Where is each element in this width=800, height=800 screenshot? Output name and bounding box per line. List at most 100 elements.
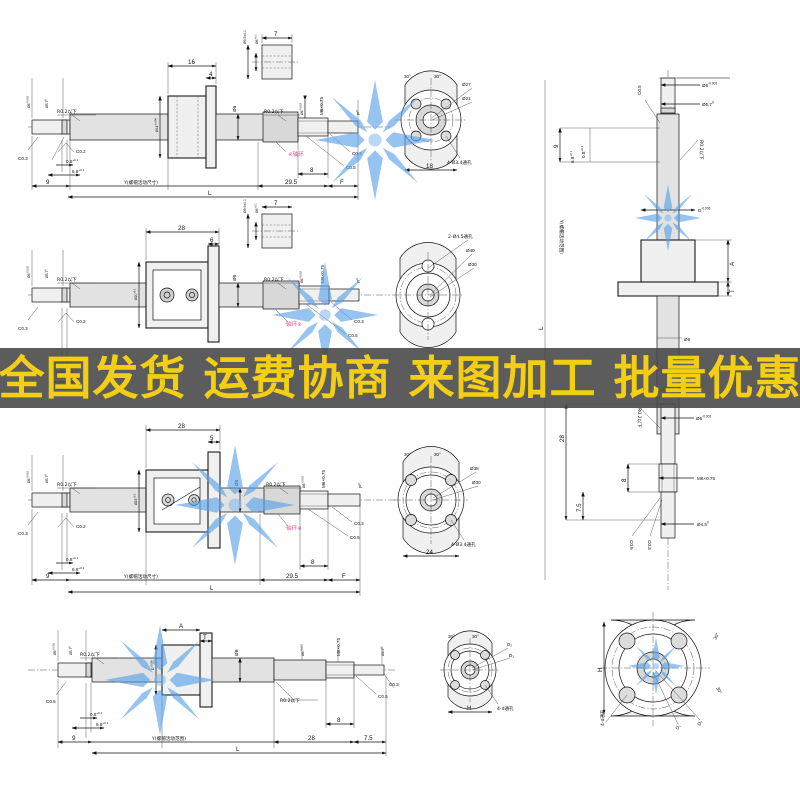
dim-row1-len-right: 29.5 xyxy=(285,179,298,186)
dim-row1-travel: Y(螺帽活动尺寸) xyxy=(123,179,158,186)
dim-row2-detail-width: 7 xyxy=(274,200,278,207)
dim-row3-pitch: P0 xyxy=(357,483,363,488)
dim-row3-chamfer2: C0.2 xyxy=(76,524,86,529)
dim-row2-dia-relief: Ø5.70 xyxy=(43,269,49,278)
dim-rc-dia-shaft: Ø8 xyxy=(684,337,691,342)
dim-row2-pitch: P0 xyxy=(355,278,361,283)
dim-row2-radius-note-r: R0.2以下 xyxy=(264,277,284,283)
dim-row2-dia-journal: Ø6-0.002 xyxy=(25,266,31,278)
dim-row1-ev-dia-bolt: Ø21 xyxy=(462,96,471,101)
dim-rc-len-28: 28 xyxy=(559,435,566,442)
dim-row1-dia-journal: Ø6-0.002 xyxy=(25,96,31,108)
dim-row3-groove-pos: 6.8+0.1 xyxy=(72,566,85,572)
dim-row2-detail-outer: Ø9.5±0.1 xyxy=(243,199,247,213)
dim-row4-evl-D1: D₁ xyxy=(675,723,682,730)
dim-row4-flange-T: T xyxy=(203,634,207,641)
dim-row2-chamfer2: C0.2 xyxy=(76,319,86,324)
dim-row1-dia-end: Ø6-0.002 xyxy=(298,103,304,115)
dim-rc-chamfer-a: C0.5 xyxy=(629,540,634,550)
dim-row3-dia-relief: Ø5.70 xyxy=(43,474,49,483)
dim-row1-detail-width: 7 xyxy=(274,31,278,38)
dim-row1-thread-len: 8 xyxy=(310,167,314,174)
endview-row1: 30° 30° Ø27 Ø21 4-Ø3.4通孔 18 xyxy=(395,70,473,172)
dim-row1-radius-note: R0.2以下 xyxy=(57,109,77,115)
dim-row4-chamfer-r2: C0.5 xyxy=(378,694,388,699)
dim-row1-nut-len: 16 xyxy=(188,59,195,66)
dim-row3-ev-angle-r: 30° xyxy=(434,452,441,457)
dim-row2-ev-holes: 2-Ø4.5通孔 xyxy=(448,233,473,240)
dim-row1-detail-inner: Ø6+0.1 xyxy=(253,34,259,44)
dim-row4-len-28: 28 xyxy=(308,735,315,742)
dim-row4-groove-pos: 6.8+0.1 xyxy=(96,721,109,727)
dim-rc-flange-T: T xyxy=(729,289,736,293)
dim-rc-chamfer-top: C0.5 xyxy=(637,85,642,95)
dim-rc-dia-tip: Ø4.50 xyxy=(697,521,709,527)
dim-row1-chamfer2: C0.2 xyxy=(76,149,86,154)
dim-row4-flange-A: A xyxy=(179,623,184,630)
dim-row4-evs-angle-r: 30° xyxy=(472,634,479,639)
dim-row4-travel: Y(螺帽活动范围) xyxy=(151,735,186,742)
dim-row3-ev-dia-bolt: Ø30 xyxy=(472,480,481,485)
dim-row4-evs-D2: D₂ xyxy=(507,642,512,647)
dim-row4-chamfer-left: C0.5 xyxy=(46,699,56,704)
dim-row4-groove-w: 0.8+0.1 xyxy=(90,711,103,717)
view-right-column: Ø6-0.002 Ø5.70 C0.5 9 0.8+0.1 6.8+0.1 R0… xyxy=(538,70,736,590)
dim-rc-len-total: L xyxy=(538,326,545,330)
dim-row3-len-left: 9 xyxy=(46,573,50,580)
view-row1: Ø6-0.002 Ø5.70 C0.3 C0.2 R0.2以下 0.8+0.1 … xyxy=(18,30,473,200)
dim-row4-evl-holes: 4-d通孔 xyxy=(599,709,606,726)
dim-row4-dia-end: Ø6-0.002 xyxy=(299,644,305,656)
dim-row1-groove-pos: 6.8+0.1 xyxy=(72,168,85,174)
dim-rc-travel: Y(螺帽活动范围) xyxy=(558,219,565,254)
watermark-overlay xyxy=(306,81,421,196)
dim-row3-len-total: L xyxy=(210,585,214,592)
dim-row2-detail-inner: Ø6+0.1 xyxy=(253,203,259,213)
dim-row3-len-right: 29.5 xyxy=(286,573,299,580)
dim-row1-dia-relief: Ø5.70 xyxy=(43,99,49,108)
dim-rc-groove-pos: 6.8+0.1 xyxy=(569,150,575,163)
detail-inset-row1: Ø9.5±0.1 Ø6+0.1 7 xyxy=(243,30,300,80)
dim-row1-detail-outer: Ø9.5±0.1 xyxy=(243,30,247,44)
dim-row4-evs-H: H xyxy=(467,705,471,712)
endview-row3: 30° 30° Ø38 Ø30 4-Ø3.4通孔 24 xyxy=(394,446,481,558)
dim-row2-chamfer-left: C0.3 xyxy=(18,326,28,331)
dim-row4-thread: M6×0.75 xyxy=(336,638,341,656)
dim-rc-chamfer-b: C0.3 xyxy=(647,540,652,550)
promo-banner: 全国发货 运费协商 来图加工 批量优惠 xyxy=(0,348,800,408)
dim-row4-len-left: 9 xyxy=(72,735,76,742)
dim-row1-thread: M6×0.75 xyxy=(319,97,324,115)
dim-row1-ev-width: 18 xyxy=(426,163,433,170)
dim-row3-radius-note: R0.2以下 xyxy=(57,482,77,488)
dim-row3-chamfer-r1: C0.3 xyxy=(354,521,364,526)
dim-row4-dia-journal: Ø6-0.002 xyxy=(51,643,57,655)
dim-row4-len-total: L xyxy=(236,746,240,753)
view-row4: Ø6-0.002 Ø5.70 C0.5 R0.2以下 0.8+0.1 6.8+0… xyxy=(28,612,723,756)
endview-row4-small: 30° 30° D₂ D₁ 4-d通孔 H xyxy=(440,630,514,714)
dim-row3-collar-note: 轴环※ xyxy=(286,524,302,532)
dim-row2-ev-dia-bolt: Ø30 xyxy=(468,262,477,267)
dim-rc-radius-note: R0.2以下 xyxy=(698,140,704,160)
dim-row2-nut-len: 28 xyxy=(178,225,185,232)
dim-row3-ev-dia-outer: Ø38 xyxy=(470,466,479,471)
dim-rc-len-9: 9 xyxy=(553,144,560,148)
dim-row4-evl-H: H xyxy=(597,668,604,672)
dim-row1-dia-shaft: Ø8 xyxy=(232,105,237,112)
dim-row3-thread-len: 8 xyxy=(311,559,315,566)
dim-row1-len-left: 9 xyxy=(46,179,50,186)
dim-row1-groove-w: 0.8+0.1 xyxy=(66,158,79,164)
dim-row3-radius-note-r: R0.2以下 xyxy=(266,482,286,488)
endview-row2: 2-Ø4.5通孔 Ø40 Ø30 xyxy=(392,233,477,348)
dim-row3-thread: M6×0.75 xyxy=(321,470,326,488)
dim-row3-dia-shaft: Ø8 xyxy=(234,479,239,486)
dim-row4-chamfer-r1: C0.3 xyxy=(389,682,399,687)
detail-inset-row2: Ø9.5±0.1 Ø6+0.1 7 xyxy=(243,199,300,249)
dim-rc-nut-dia-D: D-0.006 xyxy=(698,207,711,213)
dim-row4-dia-relief: Ø5.70 xyxy=(67,646,73,655)
dim-row2-dia-nut: Ø20+0.1 xyxy=(132,288,138,300)
dim-row3-groove-w: 0.8+0.1 xyxy=(66,556,79,562)
dim-row2-radius-note: R0.2以下 xyxy=(57,277,77,283)
dim-row4-radius-note: R0.2以下 xyxy=(80,652,100,658)
dim-row4-dia-B: ØB xyxy=(234,649,239,656)
dim-row1-ev-dia-outer: Ø27 xyxy=(462,82,471,87)
